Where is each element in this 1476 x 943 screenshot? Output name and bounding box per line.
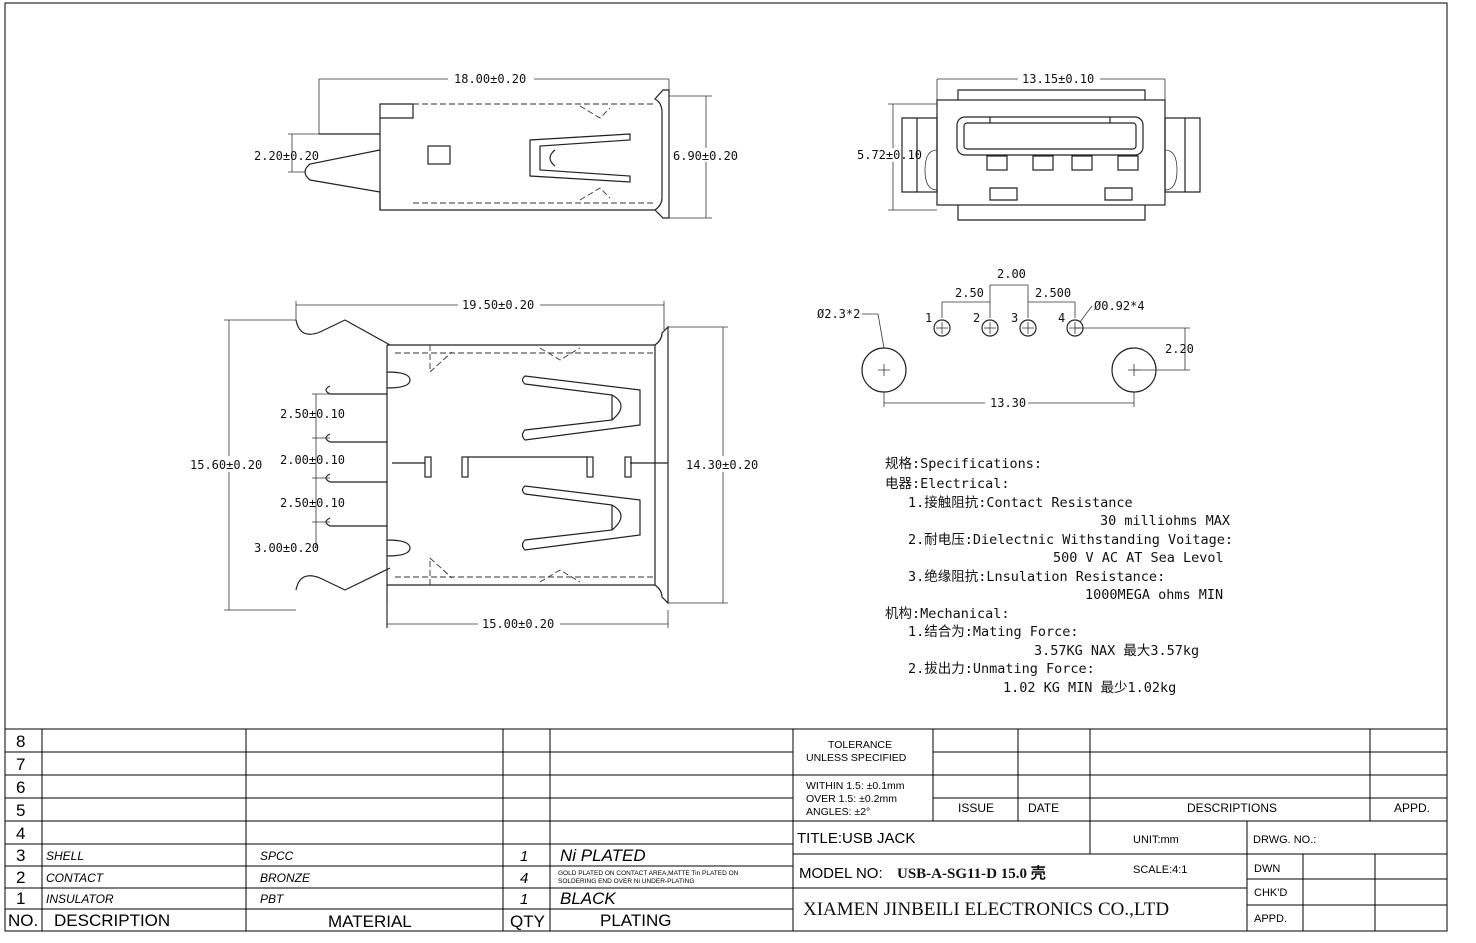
spec-mechanical: 机构:Mechanical: (885, 606, 1010, 622)
bom-qty-shell: 1 (520, 848, 528, 865)
bom-mat-contact: BRONZE (260, 871, 311, 885)
pin-pitch-dim-2: 2.00±0.10 (280, 453, 345, 467)
appd-header: APPD. (1394, 801, 1430, 815)
title-block: TOLERANCE UNLESS SPECIFIED WITHIN 1.5: ±… (793, 729, 1447, 931)
spec-e3-label: 3.绝缘阻抗:Lnsulation Resistance: (908, 569, 1165, 585)
side-view: 19.50±0.20 15.60±0.20 (190, 298, 758, 631)
bom-rownum-3: 3 (16, 846, 25, 865)
pitch-right-dim: 2.500 (1035, 286, 1071, 300)
pin-1-label: 1 (925, 311, 932, 325)
bom-header-plating: PLATING (600, 911, 671, 930)
chkd-label: CHK'D (1254, 887, 1287, 899)
top-view: 18.00±0.20 6.90±0.20 2.20±0.20 (254, 72, 738, 219)
side-bottom-dim: 15.00±0.20 (482, 617, 554, 631)
bom-mat-insulator: PBT (260, 892, 285, 906)
pin-pitch-dim-3: 2.50±0.10 (280, 496, 345, 510)
pitch-left-dim: 2.50 (955, 286, 984, 300)
bom-header-description: DESCRIPTION (54, 911, 170, 930)
bom-rownum-5: 5 (16, 801, 25, 820)
spec-m1-value: 3.57KG NAX 最大3.57kg (1034, 643, 1199, 659)
bom-table: 8 7 6 5 4 3 2 1 SHELL SPCC 1 Ni PLATED C… (5, 728, 1447, 931)
front-view: 13.15±0.10 5.72±0.10 (857, 72, 1201, 221)
bom-rownum-6: 6 (16, 778, 25, 797)
unit-label: UNIT:mm (1133, 834, 1179, 846)
bom-header-material: MATERIAL (328, 912, 412, 931)
model-value: USB-A-SG11-D 15.0 壳 (897, 864, 1046, 882)
bom-rownum-7: 7 (16, 755, 25, 774)
appd2-label: APPD. (1254, 913, 1287, 925)
tolerance-within: WITHIN 1.5: ±0.1mm (806, 780, 905, 792)
bom-desc-contact: CONTACT (46, 871, 105, 885)
drawing-title: TITLE:USB JACK (797, 830, 915, 847)
descriptions-header: DESCRIPTIONS (1187, 801, 1277, 815)
bom-qty-contact: 4 (520, 870, 528, 887)
bom-header-no: NO. (8, 911, 38, 930)
spec-e2-label: 2.耐电压:Dielectnic Withstanding Voitage: (908, 532, 1233, 548)
pin-4-label: 4 (1058, 311, 1065, 325)
bom-plating-contact-2: SOLDERING END OVER Ni UNDER-PLATING (558, 878, 694, 885)
bom-rownum-2: 2 (16, 868, 25, 887)
side-width-dim: 19.50±0.20 (462, 298, 534, 312)
front-height-dim: 5.72±0.10 (857, 148, 922, 162)
tolerance-over: OVER 1.5: ±0.2mm (806, 793, 897, 805)
pitch-center-dim: 2.00 (997, 267, 1026, 281)
bom-desc-insulator: INSULATOR (46, 892, 114, 906)
span-dim: 13.30 (990, 396, 1026, 410)
specifications-notes: 规格:Specifications: 电器:Electrical: 1.接触阻抗… (885, 456, 1233, 696)
bom-mat-shell: SPCC (260, 849, 294, 863)
bom-plating-shell: Ni PLATED (560, 846, 646, 865)
spec-m1-label: 1.结合为:Mating Force: (908, 624, 1079, 640)
spec-e1-value: 30 milliohms MAX (1100, 513, 1230, 529)
drawing-number-label: DRWG. NO.: (1253, 834, 1316, 846)
pin-3-label: 3 (1011, 311, 1018, 325)
front-width-dim: 13.15±0.10 (1022, 72, 1094, 86)
big-hole-dim: Ø2.3*2 (817, 307, 860, 321)
bom-rownum-4: 4 (16, 824, 25, 843)
tolerance-angles: ANGLES: ±2° (806, 806, 870, 818)
dwn-label: DWN (1254, 863, 1280, 875)
spec-e3-value: 1000MEGA ohms MIN (1085, 587, 1223, 603)
tolerance-label-1: TOLERANCE (828, 739, 892, 751)
offset-dim: 2.20 (1165, 342, 1194, 356)
bom-plating-contact-1: GOLD PLATED ON CONTACT AREA,MATTE Tin PL… (558, 870, 739, 877)
tolerance-label-2: UNLESS SPECIFIED (806, 752, 907, 764)
model-label: MODEL NO: (799, 865, 883, 882)
spec-m2-value: 1.02 KG MIN 最少1.02kg (1003, 680, 1176, 696)
issue-header: ISSUE (958, 801, 994, 815)
pin-pitch-dim-1: 2.50±0.10 (280, 407, 345, 421)
bom-plating-insulator: BLACK (560, 889, 616, 908)
pin-2-label: 2 (973, 311, 980, 325)
pin-pitch-dim-4: 3.00±0.20 (254, 541, 319, 555)
drawing-frame (4, 2, 1448, 932)
top-height-dim: 6.90±0.20 (673, 149, 738, 163)
top-width-dim: 18.00±0.20 (454, 72, 526, 86)
top-pin-dim: 2.20±0.20 (254, 149, 319, 163)
bom-header-qty: QTY (510, 912, 545, 931)
spec-electrical: 电器:Electrical: (885, 476, 1010, 492)
bom-rownum-1: 1 (16, 889, 25, 908)
spec-title: 规格:Specifications: (885, 456, 1042, 472)
bom-qty-insulator: 1 (520, 891, 528, 908)
spec-e2-value: 500 V AC AT Sea Levol (1053, 550, 1224, 566)
spec-e1-label: 1.接触阻抗:Contact Resistance (908, 494, 1133, 511)
company-name: XIAMEN JINBEILI ELECTRONICS CO.,LTD (803, 899, 1169, 920)
bom-rownum-8: 8 (16, 732, 25, 751)
bom-desc-shell: SHELL (46, 849, 84, 863)
scale-label: SCALE:4:1 (1133, 864, 1187, 876)
pcb-layout-view: 2.00 2.50 2.500 1 2 3 4 Ø0.92*4 Ø2.3*2 2… (817, 267, 1194, 410)
spec-m2-label: 2.拔出力:Unmating Force: (908, 661, 1095, 677)
side-height-right-dim: 14.30±0.20 (686, 458, 758, 472)
small-hole-dim: Ø0.92*4 (1094, 299, 1145, 313)
date-header: DATE (1028, 801, 1059, 815)
side-height-left-dim: 15.60±0.20 (190, 458, 262, 472)
